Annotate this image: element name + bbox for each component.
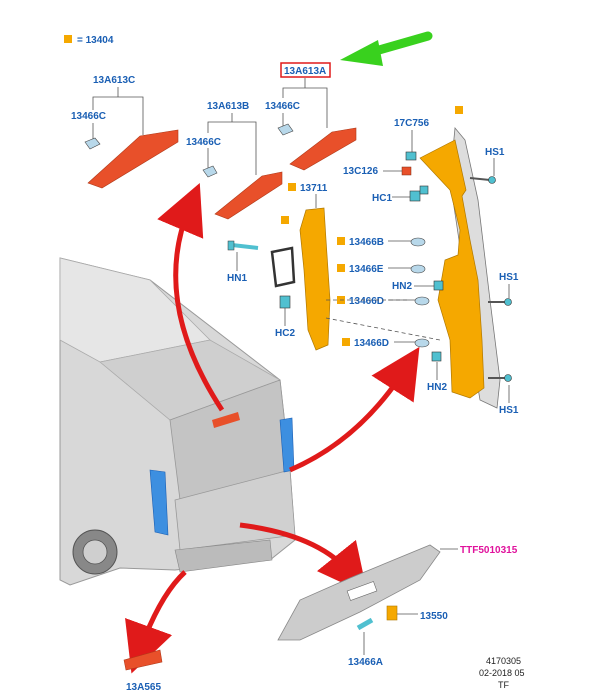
label-HS1-bot: HS1 — [499, 405, 519, 416]
label-13711: 13711 — [300, 183, 328, 194]
label-13A613C: 13A613C — [93, 75, 135, 86]
callout-arrow-bottom-right-icon — [239, 522, 368, 595]
connector-17C756-icon — [405, 151, 417, 161]
tail-lamp-housing-icon — [419, 139, 485, 399]
label-HS1-mid: HS1 — [499, 272, 519, 283]
screw-HS1-top-icon — [469, 176, 496, 184]
bulb-13466D-1-icon — [414, 296, 430, 306]
nut-HN2-2-icon — [431, 351, 442, 362]
label-13466D-1: 13466D — [349, 296, 384, 307]
reflector-13A565-icon — [123, 649, 163, 671]
clip-HC1-icon — [409, 185, 429, 202]
screw-HS1-mid-icon — [488, 298, 512, 306]
label-HC1: HC1 — [372, 193, 392, 204]
gasket-icon — [270, 246, 296, 288]
label-13466C-mid1: 13466C — [186, 137, 221, 148]
bulb-13466C-mid1-icon — [202, 165, 218, 178]
square-marker-13466E-icon — [337, 264, 345, 272]
square-marker-13466D-2-icon — [342, 338, 350, 346]
bulb-13466D-2-icon — [414, 338, 430, 348]
bulb-13466C-left-icon — [84, 137, 101, 150]
connector-13550-icon — [386, 605, 398, 621]
callout-arrow-right-icon — [289, 346, 420, 473]
label-13466B: 13466B — [349, 237, 384, 248]
lamp-13A613B-icon — [214, 171, 283, 220]
clip-HC2-icon — [279, 295, 291, 309]
label-TTF5010315: TTF5010315 — [460, 545, 518, 556]
callout-arrow-bottom-left-icon — [125, 570, 187, 674]
bulb-13466E-icon — [410, 264, 426, 274]
footer-doc-number: 4170305 — [486, 656, 521, 666]
seal-13C126-icon — [401, 166, 412, 176]
square-marker-icon — [455, 106, 463, 114]
bulb-13466A-icon — [356, 617, 374, 631]
label-13C126: 13C126 — [343, 166, 378, 177]
label-13A565: 13A565 — [126, 682, 161, 693]
label-13466C-left: 13466C — [71, 111, 106, 122]
label-HN2-1: HN2 — [392, 281, 412, 292]
label-13A613A: 13A613A — [284, 66, 326, 77]
bulb-13466C-mid2-icon — [277, 123, 294, 136]
label-17C756: 17C756 — [394, 118, 429, 129]
square-marker-bracket-icon — [281, 216, 289, 224]
screw-HS1-bot-icon — [488, 374, 512, 382]
van-rear-view-icon — [59, 257, 296, 586]
highlight-box-13A613A — [280, 62, 331, 78]
label-13466A: 13466A — [348, 657, 383, 668]
label-HN2-2: HN2 — [427, 382, 447, 393]
lamp-13A613A-icon — [289, 127, 357, 171]
label-13550: 13550 — [420, 611, 448, 622]
callout-arrow-top-icon — [157, 182, 225, 412]
label-13466C-mid2: 13466C — [265, 101, 300, 112]
nut-HN2-1-icon — [433, 280, 444, 291]
green-pointer-arrow-icon — [340, 31, 433, 66]
label-13466E: 13466E — [349, 264, 384, 275]
bulb-13466B-icon — [410, 237, 426, 247]
legend-square-icon — [64, 35, 72, 43]
square-marker-13711-icon — [288, 183, 296, 191]
bracket-13711-icon — [299, 207, 331, 351]
lamp-13A613C-icon — [87, 129, 179, 189]
footer-date: 02-2018 05 — [479, 668, 525, 678]
label-HN1: HN1 — [227, 273, 247, 284]
pin-HN1-icon — [227, 240, 259, 251]
label-HS1-top: HS1 — [485, 147, 505, 158]
footer-code: TF — [498, 680, 509, 690]
legend-text: = 13404 — [77, 35, 114, 46]
plate-lamp-window-icon — [346, 581, 378, 601]
square-marker-13466B-icon — [337, 237, 345, 245]
label-13A613B: 13A613B — [207, 101, 249, 112]
label-HC2: HC2 — [275, 328, 295, 339]
label-13466D-2: 13466D — [354, 338, 389, 349]
